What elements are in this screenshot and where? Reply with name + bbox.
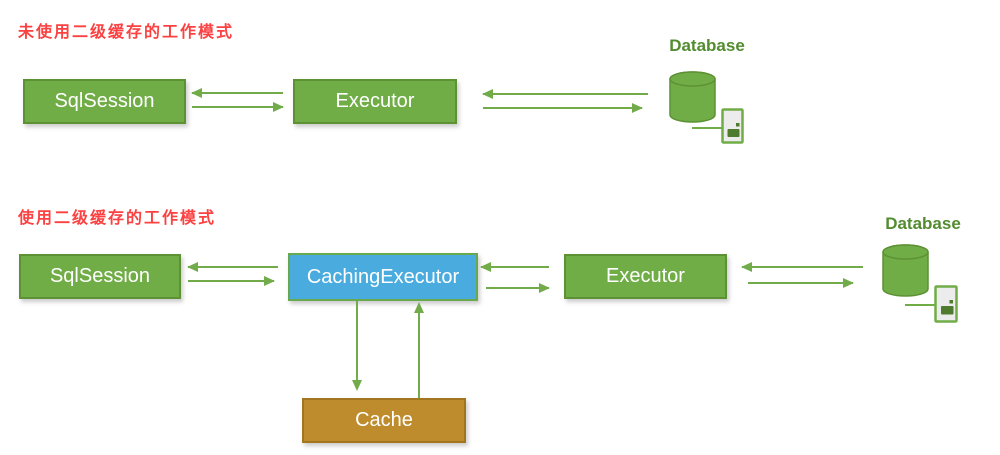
arrow-cachingexecutor-to-executor2: [486, 283, 550, 293]
node-cache: Cache: [302, 398, 466, 443]
arrow-executor1-to-sqlsession1: [191, 88, 283, 98]
section2-title: 使用二级缓存的工作模式: [18, 210, 217, 227]
server-icon: [721, 108, 744, 144]
database-cylinder-icon: [882, 244, 929, 297]
node-cachingexecutor-label: CachingExecutor: [306, 265, 460, 288]
database1-label: Database: [669, 36, 745, 55]
arrow-sqlsession1-to-executor1: [192, 102, 284, 112]
node-cachingexecutor: CachingExecutor: [288, 253, 478, 301]
server-icon: [934, 285, 958, 323]
node-executor-2: Executor: [564, 254, 727, 299]
arrow-sqlsession2-to-cachingexecutor: [188, 276, 275, 286]
arrow-executor1-to-database1: [483, 103, 643, 113]
node-sqlsession-1: SqlSession: [23, 79, 186, 124]
node-cache-label: Cache: [355, 409, 413, 431]
arrow-database2-to-executor2: [741, 262, 863, 272]
node-sqlsession-2: SqlSession: [19, 254, 181, 299]
node-sqlsession-2-label: SqlSession: [49, 265, 151, 287]
node-executor-1: Executor: [293, 79, 457, 124]
section1-title: 未使用二级缓存的工作模式: [18, 24, 235, 41]
arrow-cache-to-cachingexecutor: [414, 302, 424, 398]
node-executor-2-label: Executor: [606, 265, 685, 287]
database2-label: Database: [885, 214, 961, 233]
database-icon: [669, 71, 744, 144]
node-sqlsession-1-label: SqlSession: [54, 90, 155, 112]
database-cylinder-icon: [669, 71, 716, 123]
arrow-cachingexecutor-to-sqlsession2: [187, 262, 278, 272]
arrow-cachingexecutor-to-cache: [352, 301, 362, 391]
node-executor-1-label: Executor: [335, 90, 415, 112]
database-icon: [882, 244, 958, 323]
arrow-executor2-to-database2: [748, 278, 854, 288]
arrow-database1-to-executor1: [482, 89, 648, 99]
arrow-executor2-to-cachingexecutor: [480, 262, 549, 272]
